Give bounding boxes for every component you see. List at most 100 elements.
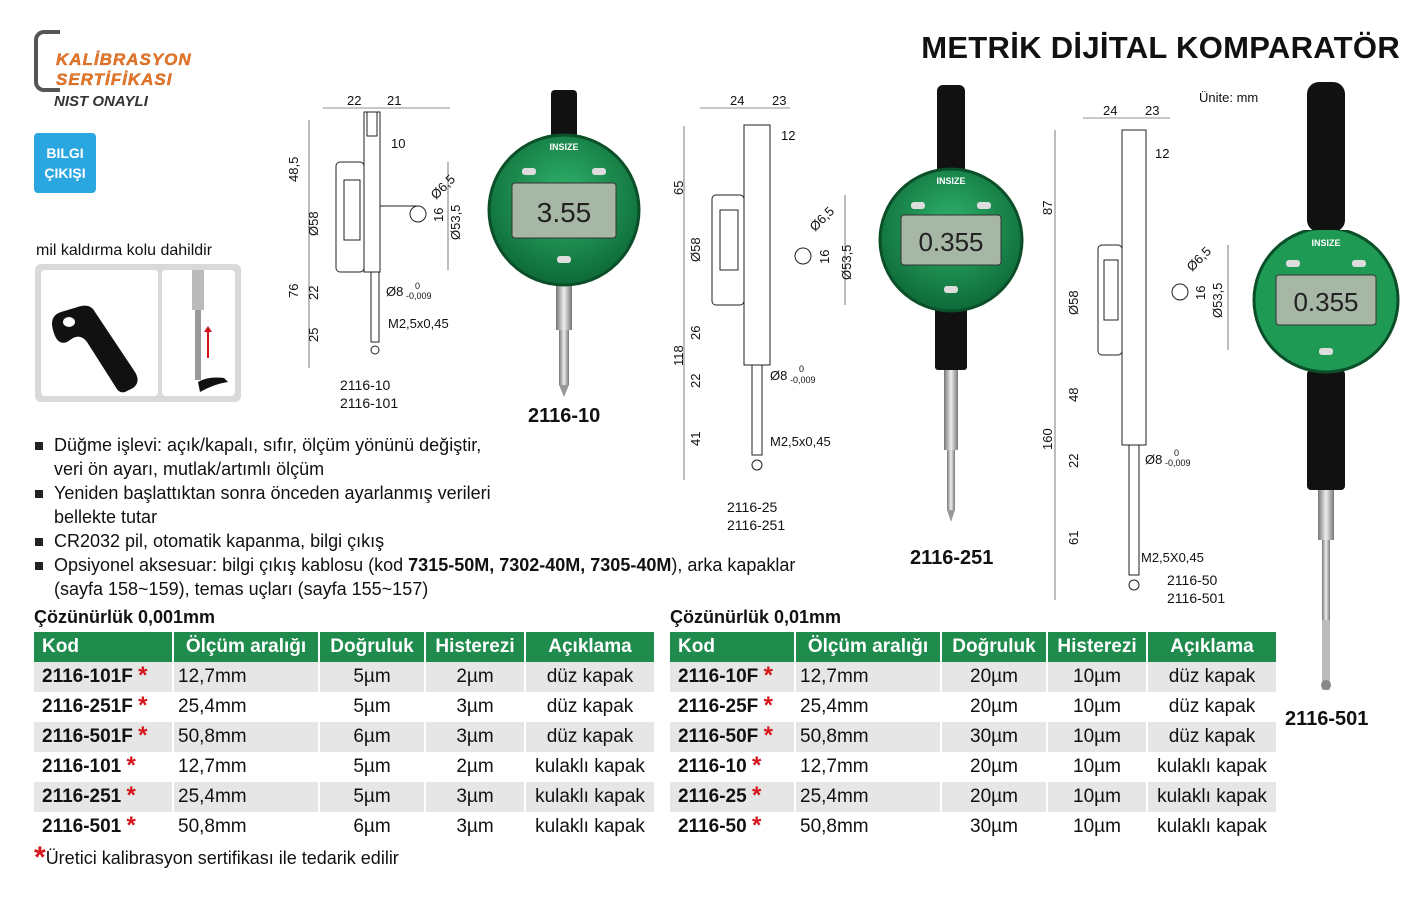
description-cell: kulaklı kapak: [525, 752, 656, 782]
dim3-h5: 61: [1066, 531, 1081, 545]
footnote-star: *: [34, 841, 46, 874]
col-header: Histerezi: [425, 632, 526, 662]
hysteresis-cell: 10µm: [1047, 662, 1148, 692]
drawing-2116-25: [683, 107, 846, 480]
hysteresis-cell: 3µm: [425, 782, 526, 812]
code-cell: 2116-10F: [678, 666, 759, 687]
dim2-tol0: 0: [799, 364, 804, 374]
cert-star: *: [138, 692, 148, 719]
dim2-w1: 24: [730, 93, 744, 108]
range-cell: 50,8mm: [173, 812, 320, 842]
dim3-thread: M2,5X0,45: [1141, 550, 1204, 565]
feature-item-options: Opsiyonel aksesuar: bilgi çıkış kablosu …: [30, 553, 820, 601]
spec-table-left: Kod Ölçüm aralığı Doğruluk Histerezi Açı…: [34, 632, 656, 842]
dim3-h2: 160: [1040, 428, 1055, 450]
description-cell: düz kapak: [1147, 692, 1278, 722]
photo2-label: 2116-251: [910, 547, 993, 569]
lever-illustration: [35, 264, 241, 402]
description-cell: düz kapak: [525, 722, 656, 752]
description-cell: kulaklı kapak: [1147, 812, 1278, 842]
dim3-w1: 24: [1103, 103, 1117, 118]
gauge-photo-2116-251: INSIZE 0.355: [878, 85, 1024, 522]
dim2-w2: 23: [772, 93, 786, 108]
range-cell: 50,8mm: [795, 812, 942, 842]
code-cell: 2116-501F: [42, 726, 133, 747]
range-cell: 25,4mm: [795, 782, 942, 812]
drawing1-model-a: 2116-10: [340, 377, 391, 393]
dim3-h4: 22: [1066, 454, 1081, 468]
feature-item: CR2032 pil, otomatik kapanma, bilgi çıkı…: [30, 529, 820, 553]
col-header: Ölçüm aralığı: [173, 632, 320, 662]
accuracy-cell: 30µm: [941, 722, 1048, 752]
certificate-line3: NIST ONAYLI: [54, 93, 148, 110]
cert-star: *: [763, 692, 773, 719]
drawing-2116-10: [308, 107, 450, 368]
code-cell: 2116-501: [42, 816, 122, 837]
dim2-b: Ø6,5: [807, 204, 838, 235]
lever-photo: [41, 270, 158, 396]
cert-star: *: [126, 812, 136, 839]
badge-line2: ÇIKIŞI: [44, 165, 86, 181]
col-header: Doğruluk: [319, 632, 426, 662]
calibration-certificate-logo: KALİBRASYON SERTİFİKASI NIST ONAYLI: [34, 30, 214, 110]
dim3-tol0: 0: [1174, 448, 1179, 458]
col-header: Doğruluk: [941, 632, 1048, 662]
gauge-photo-2116-10: INSIZE 3.55: [487, 90, 641, 397]
footnote-text: Üretici kalibrasyon sertifikası ile teda…: [45, 848, 399, 868]
dim3-h1: 87: [1040, 201, 1055, 215]
page-title: METRİK DİJİTAL KOMPARATÖR: [921, 30, 1400, 65]
cert-star: *: [751, 752, 762, 779]
range-cell: 25,4mm: [173, 782, 320, 812]
cert-star: *: [763, 722, 773, 749]
options-suffix: ), arka kapaklar (sayfa 158~159), temas …: [54, 555, 796, 599]
unit-note: Ünite: mm: [1199, 90, 1258, 105]
brand-logo-2: INSIZE: [936, 176, 965, 186]
range-cell: 12,7mm: [795, 752, 942, 782]
dim1-d: Ø53,5: [448, 205, 463, 240]
dim1-tol: -0,009: [406, 291, 432, 301]
drawing-2116-50: [1054, 117, 1229, 600]
dim1-h2: 76: [286, 284, 301, 298]
col-header: Açıklama: [525, 632, 656, 662]
accuracy-cell: 5µm: [319, 662, 426, 692]
code-cell: 2116-251F: [42, 696, 133, 717]
hysteresis-cell: 2µm: [425, 662, 526, 692]
hysteresis-cell: 10µm: [1047, 752, 1148, 782]
accuracy-cell: 6µm: [319, 812, 426, 842]
dim2-h5: 41: [688, 432, 703, 446]
photo3-label: 2116-501: [1285, 708, 1369, 730]
drawing3-model-a: 2116-50: [1167, 572, 1218, 588]
cert-star: *: [751, 812, 762, 839]
code-cell: 2116-25F: [678, 696, 759, 717]
cert-star: *: [138, 722, 148, 749]
hysteresis-cell: 3µm: [425, 812, 526, 842]
dim1-b: Ø6,5: [428, 172, 459, 203]
dim2-h2: 118: [671, 345, 686, 366]
range-cell: 25,4mm: [795, 692, 942, 722]
feature-item: Yeniden başlattıktan sonra önceden ayarl…: [30, 481, 534, 529]
lever-label: mil kaldırma kolu dahildir: [36, 242, 213, 259]
code-cell: 2116-50: [678, 816, 747, 837]
accuracy-cell: 20µm: [941, 662, 1048, 692]
description-cell: düz kapak: [1147, 662, 1278, 692]
drawing3-model-b: 2116-501: [1167, 590, 1225, 606]
description-cell: düz kapak: [525, 692, 656, 722]
brand-logo-3: INSIZE: [1311, 238, 1340, 248]
left-table-heading: Çözünürlük 0,001mm: [34, 607, 216, 627]
lever-usage-photo: [162, 270, 235, 396]
dim2-a: 12: [781, 128, 795, 143]
code-cell: 2116-101: [42, 756, 122, 777]
range-cell: 50,8mm: [795, 722, 942, 752]
drawing2-model-b: 2116-251: [727, 517, 785, 533]
spec-table-right: Kod Ölçüm aralığı Doğruluk Histerezi Açı…: [670, 632, 1278, 842]
dim3-b: Ø6,5: [1184, 244, 1215, 275]
accuracy-cell: 6µm: [319, 722, 426, 752]
dim2-d: Ø53,5: [839, 245, 854, 280]
display-value-2: 0.355: [918, 227, 983, 257]
range-cell: 12,7mm: [173, 752, 320, 782]
